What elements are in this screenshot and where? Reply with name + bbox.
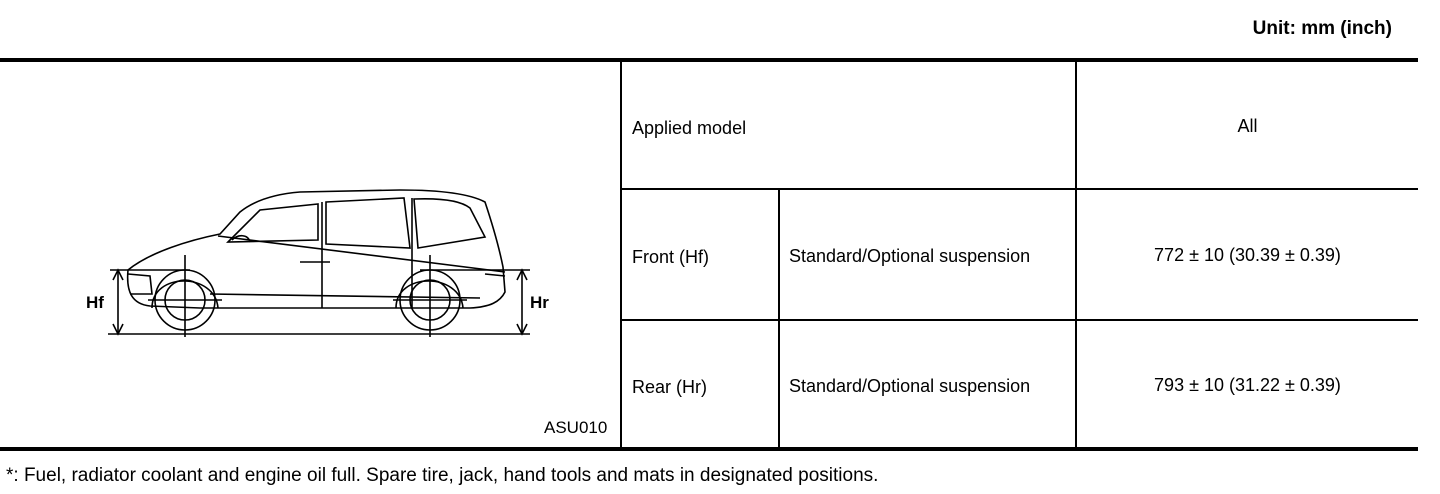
divider-row-2: [620, 319, 1418, 321]
divider-figure: [620, 62, 622, 451]
front-value: 772 ± 10 (30.39 ± 0.39): [1154, 245, 1341, 265]
figure-code: ASU010: [544, 418, 608, 437]
unit-label: Unit: mm (inch): [1252, 18, 1392, 39]
divider-row-1: [620, 188, 1418, 190]
applied-model-label: Applied model: [632, 118, 747, 138]
applied-model-value: All: [1237, 116, 1258, 136]
specification-table: Hf Hr ASU010 Applied model All Front (Hf…: [0, 58, 1418, 451]
divider-value: [1075, 62, 1077, 451]
front-position: Front (Hf): [632, 247, 710, 267]
footnote: *: Fuel, radiator coolant and engine oil…: [6, 465, 879, 486]
vehicle-figure: Hf Hr ASU010: [0, 62, 620, 451]
front-suspension: Standard/Optional suspension: [789, 246, 1031, 266]
vehicle-height-diagram: Hf Hr: [86, 189, 549, 337]
rear-suspension: Standard/Optional suspension: [789, 376, 1031, 396]
rear-position: Rear (Hr): [632, 377, 707, 397]
hr-label: Hr: [530, 293, 549, 312]
rear-value: 793 ± 10 (31.22 ± 0.39): [1154, 375, 1341, 395]
hf-label: Hf: [86, 293, 104, 312]
